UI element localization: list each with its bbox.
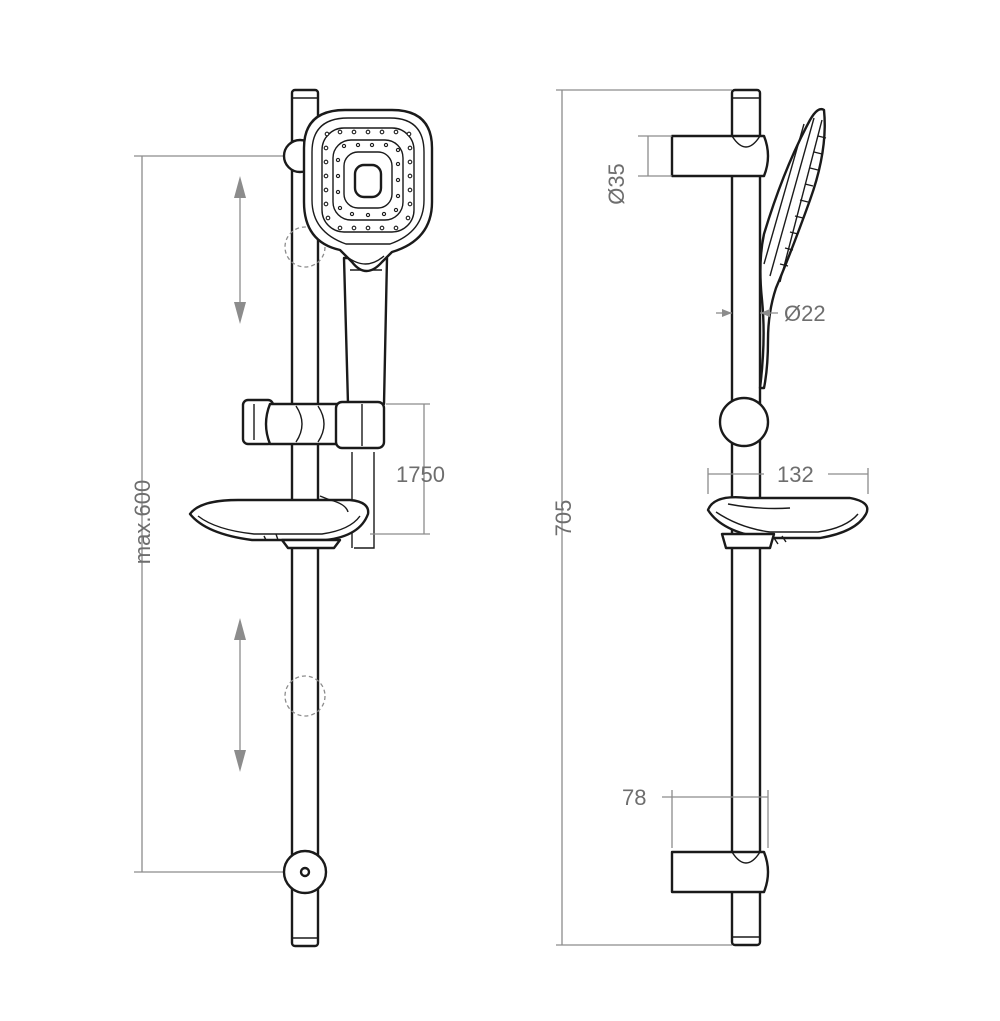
rail-diameter-dimension bbox=[716, 309, 778, 317]
slider-holder bbox=[241, 398, 386, 450]
bottom-wall-bracket bbox=[282, 849, 328, 895]
bracket-depth-dimension bbox=[662, 790, 769, 848]
side-top-bracket bbox=[670, 134, 770, 178]
holder-diameter-label: Ø35 bbox=[604, 163, 629, 205]
shower-head bbox=[302, 108, 434, 273]
side-holder-knob bbox=[718, 396, 770, 448]
slide-range-arrow-upper bbox=[234, 176, 246, 324]
rail-diameter-label: Ø22 bbox=[784, 301, 826, 326]
side-shower-head bbox=[758, 107, 827, 390]
slide-range-arrow-lower bbox=[234, 618, 246, 772]
max-height-label: max.600 bbox=[130, 480, 155, 564]
holder-phantom-upper bbox=[284, 226, 326, 268]
bracket-depth-label: 78 bbox=[622, 785, 646, 810]
soap-dish-width-dimension bbox=[707, 468, 869, 494]
soap-dish-front bbox=[188, 495, 370, 550]
front-view: max.600 bbox=[130, 88, 445, 948]
soap-dish-width-label: 132 bbox=[777, 462, 814, 487]
max-height-dimension bbox=[134, 155, 288, 873]
hose-length-label: 1750 bbox=[396, 462, 445, 487]
rail-length-label: 705 bbox=[551, 500, 576, 537]
hose-length-dimension bbox=[370, 403, 430, 535]
side-view: 705 Ø35 bbox=[551, 88, 869, 947]
nozzle-dots bbox=[323, 129, 413, 231]
side-bottom-bracket bbox=[670, 850, 770, 894]
shower-handle bbox=[342, 256, 389, 406]
holder-phantom-lower bbox=[284, 675, 326, 717]
side-nozzle-ticks bbox=[779, 135, 827, 267]
soap-dish-side bbox=[706, 496, 869, 550]
holder-diameter-dimension bbox=[638, 135, 672, 177]
rail-length-dimension bbox=[556, 89, 732, 946]
